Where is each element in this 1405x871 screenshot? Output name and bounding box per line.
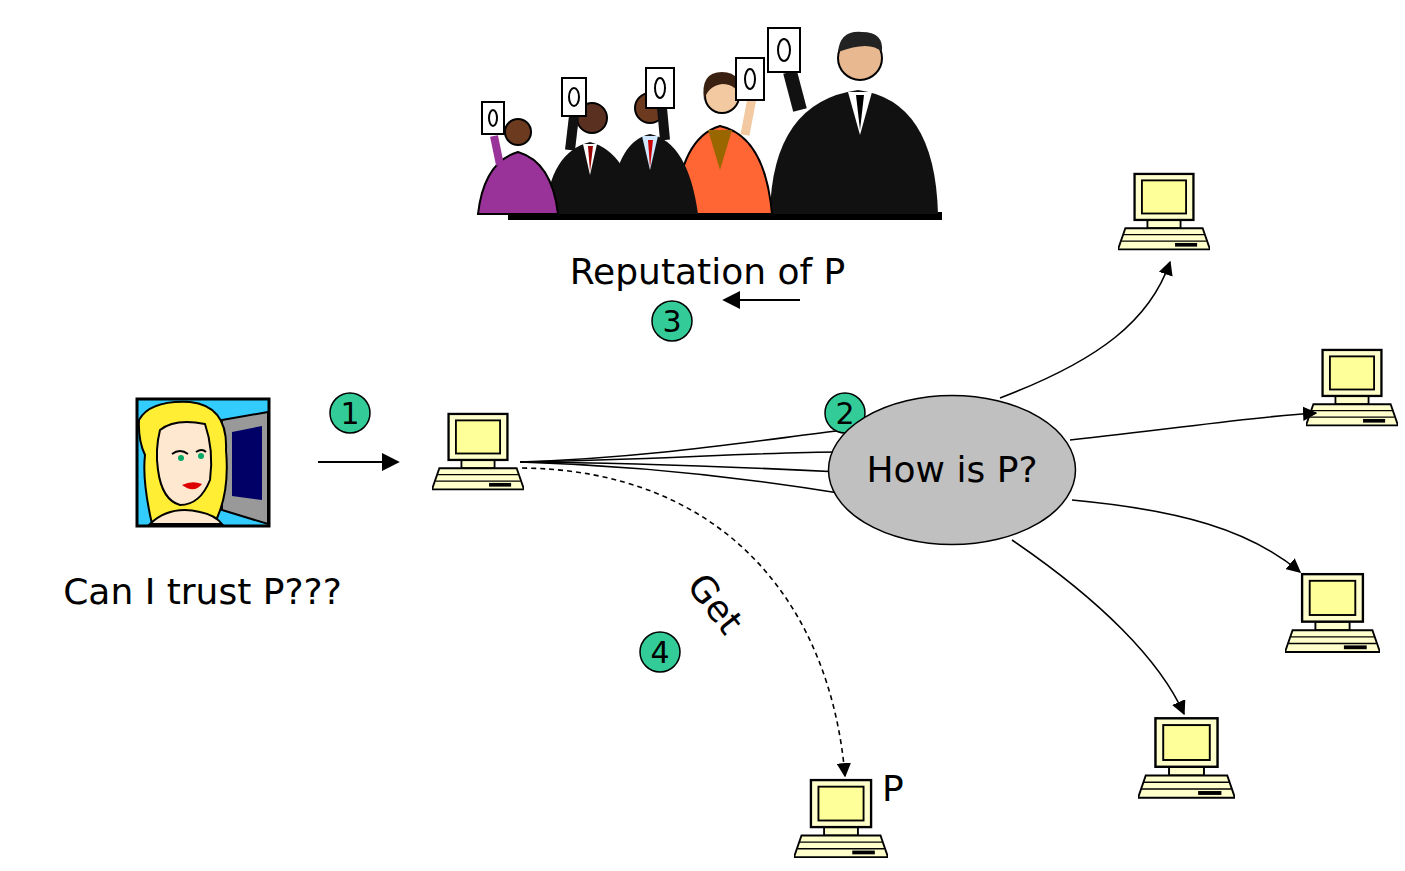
query-ellipse: How is P?	[827, 394, 1077, 546]
computer-icon	[432, 174, 1398, 857]
callout-circle-part	[330, 393, 370, 433]
query-lines-part	[1012, 540, 1184, 714]
node-text: P	[882, 768, 904, 809]
judges-illustration-part	[662, 108, 665, 140]
judges-illustration-part	[482, 102, 504, 134]
user-illustration-part	[139, 402, 227, 524]
judges-illustration-part	[562, 78, 586, 116]
node-text: How is P?	[867, 449, 1038, 490]
callout-circle	[330, 301, 865, 672]
computer-icon-part	[432, 414, 524, 489]
judges-illustration-part	[648, 140, 653, 168]
callout-number: 2	[835, 397, 854, 430]
judges-illustration-part	[655, 78, 665, 98]
user-illustration-part	[150, 510, 222, 524]
computer-icon-part	[794, 780, 888, 857]
reputation-panel: Reputation of P	[470, 20, 945, 292]
judges-illustration-part	[569, 88, 579, 106]
judges-illustration-part	[570, 116, 574, 150]
judges-illustration-part	[838, 32, 882, 52]
callout-number: 1	[340, 397, 359, 430]
peer-computer: P	[785, 768, 920, 866]
user-illustration-part	[157, 422, 211, 505]
get-line	[522, 468, 845, 776]
user-illustration-part	[172, 451, 188, 454]
user-illustration-part	[232, 426, 262, 500]
judges-illustration	[478, 28, 942, 220]
judges-illustration-part	[646, 68, 674, 108]
judges-illustration-part	[856, 95, 864, 130]
judges-illustration-part	[583, 144, 597, 175]
node-text: Reputation of P	[570, 251, 846, 292]
judges-illustration-part	[736, 58, 764, 100]
judges-illustration-part	[848, 92, 872, 135]
judges-illustration-part	[790, 72, 800, 110]
judges-illustration-part	[778, 39, 790, 61]
query-lines-part	[1000, 262, 1170, 398]
edge-label: Get	[680, 567, 751, 642]
computer-icon-part	[1118, 174, 1210, 249]
computer-icon-part	[1306, 350, 1398, 425]
computer-icon-part	[1138, 718, 1235, 798]
node-text: Can I trust P???	[63, 571, 342, 612]
query-lines-part	[520, 452, 840, 462]
callout-number: 4	[650, 636, 669, 669]
judges-illustration-part	[505, 119, 531, 145]
step-arrows-part	[318, 461, 398, 463]
judges-illustration-part	[745, 69, 755, 89]
judges-illustration-part	[745, 98, 752, 135]
query-lines	[520, 262, 1316, 714]
query-lines-part	[520, 430, 845, 462]
judges-illustration-part	[494, 136, 500, 165]
judges-illustration-part	[545, 142, 638, 214]
judges-illustration-part	[478, 152, 558, 214]
computer-icon-part	[1285, 574, 1380, 652]
judges-illustration-part	[768, 28, 800, 72]
ellipse-shape	[829, 396, 1076, 545]
callout-circle-part	[640, 632, 680, 672]
user-illustration-part	[182, 482, 202, 489]
judges-illustration-part	[708, 130, 732, 170]
judges-illustration-part	[588, 146, 593, 172]
user-illustration-part	[198, 453, 204, 459]
step-arrows-part	[724, 299, 800, 301]
user-illustration-part	[196, 450, 206, 452]
judges-illustration-part	[642, 136, 658, 170]
user-illustration-part	[137, 399, 269, 526]
judges-illustration-part	[489, 110, 497, 126]
query-lines-part	[1072, 500, 1300, 572]
user-illustration-part	[222, 412, 268, 524]
query-lines-part	[1070, 413, 1316, 440]
user-illustration	[137, 399, 269, 526]
user-illustration-part	[178, 455, 184, 461]
query-lines-part	[520, 462, 845, 494]
callout-number: 3	[662, 305, 681, 338]
callout-circle-part	[652, 301, 692, 341]
